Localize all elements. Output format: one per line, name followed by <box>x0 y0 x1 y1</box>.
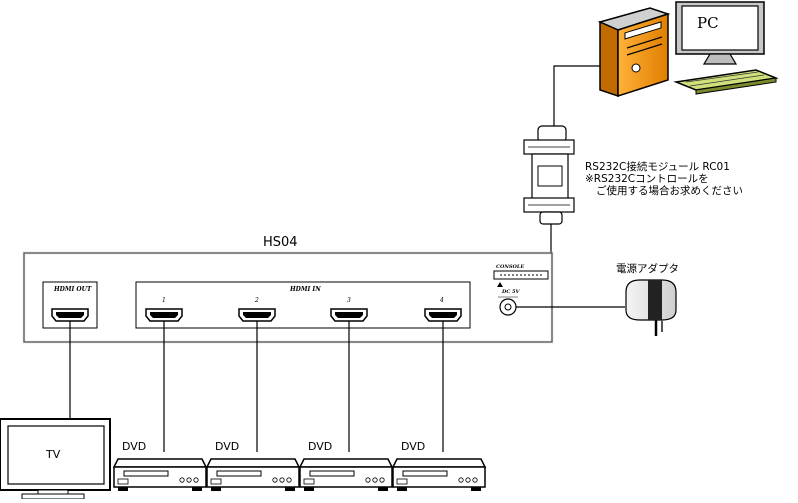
tv-icon <box>0 418 111 500</box>
hdmi-in-port-3: 3 <box>330 297 368 322</box>
hdmi-out-label: HDMI OUT <box>53 286 92 293</box>
hdmi-in-port-2: 2 <box>238 297 276 322</box>
dvd-player-4: DVD <box>391 440 487 491</box>
tv-label: TV <box>45 448 61 461</box>
console-port-icon <box>493 270 549 287</box>
console-label: CONSOLE <box>496 264 524 270</box>
rs232c-note-line2: ※RS232Cコントロールを <box>585 173 709 185</box>
dvd-label: DVD <box>215 440 239 453</box>
dvd-label: DVD <box>401 440 425 453</box>
hdmi-in-label: HDMI IN <box>289 286 321 293</box>
hdmi-in-port-number: 4 <box>439 297 444 304</box>
dvd-label: DVD <box>122 440 146 453</box>
hdmi-in-port-number: 3 <box>347 297 351 304</box>
pc-label: PC <box>697 14 719 32</box>
hdmi-in-port-4: 4 <box>424 297 462 322</box>
power-adapter-icon <box>625 279 677 336</box>
rs232c-note-line1: RS232C接続モジュール RC01 <box>585 160 730 173</box>
pc-serial-cable <box>553 65 600 128</box>
device-label: HS04 <box>263 235 298 250</box>
hdmi-in-port-1: 1 <box>145 297 183 322</box>
dc-label: DC 5V <box>501 289 521 295</box>
dvd-player-2: DVD <box>205 440 301 491</box>
rs232c-module-icon <box>523 125 575 225</box>
hdmi-in-port-number: 2 <box>254 297 259 304</box>
hdmi-out-port-icon <box>51 308 89 322</box>
dvd-player-1: DVD <box>112 440 208 491</box>
power-adapter-label: 電源アダプタ <box>616 262 679 275</box>
rs232c-note-line3: ご使用する場合お求めください <box>596 184 743 197</box>
pc-icon <box>597 1 779 98</box>
hdmi-in-port-number: 1 <box>162 297 166 304</box>
dvd-player-3: DVD <box>298 440 394 491</box>
dvd-label: DVD <box>308 440 332 453</box>
hdmi-in-panel <box>135 281 471 329</box>
